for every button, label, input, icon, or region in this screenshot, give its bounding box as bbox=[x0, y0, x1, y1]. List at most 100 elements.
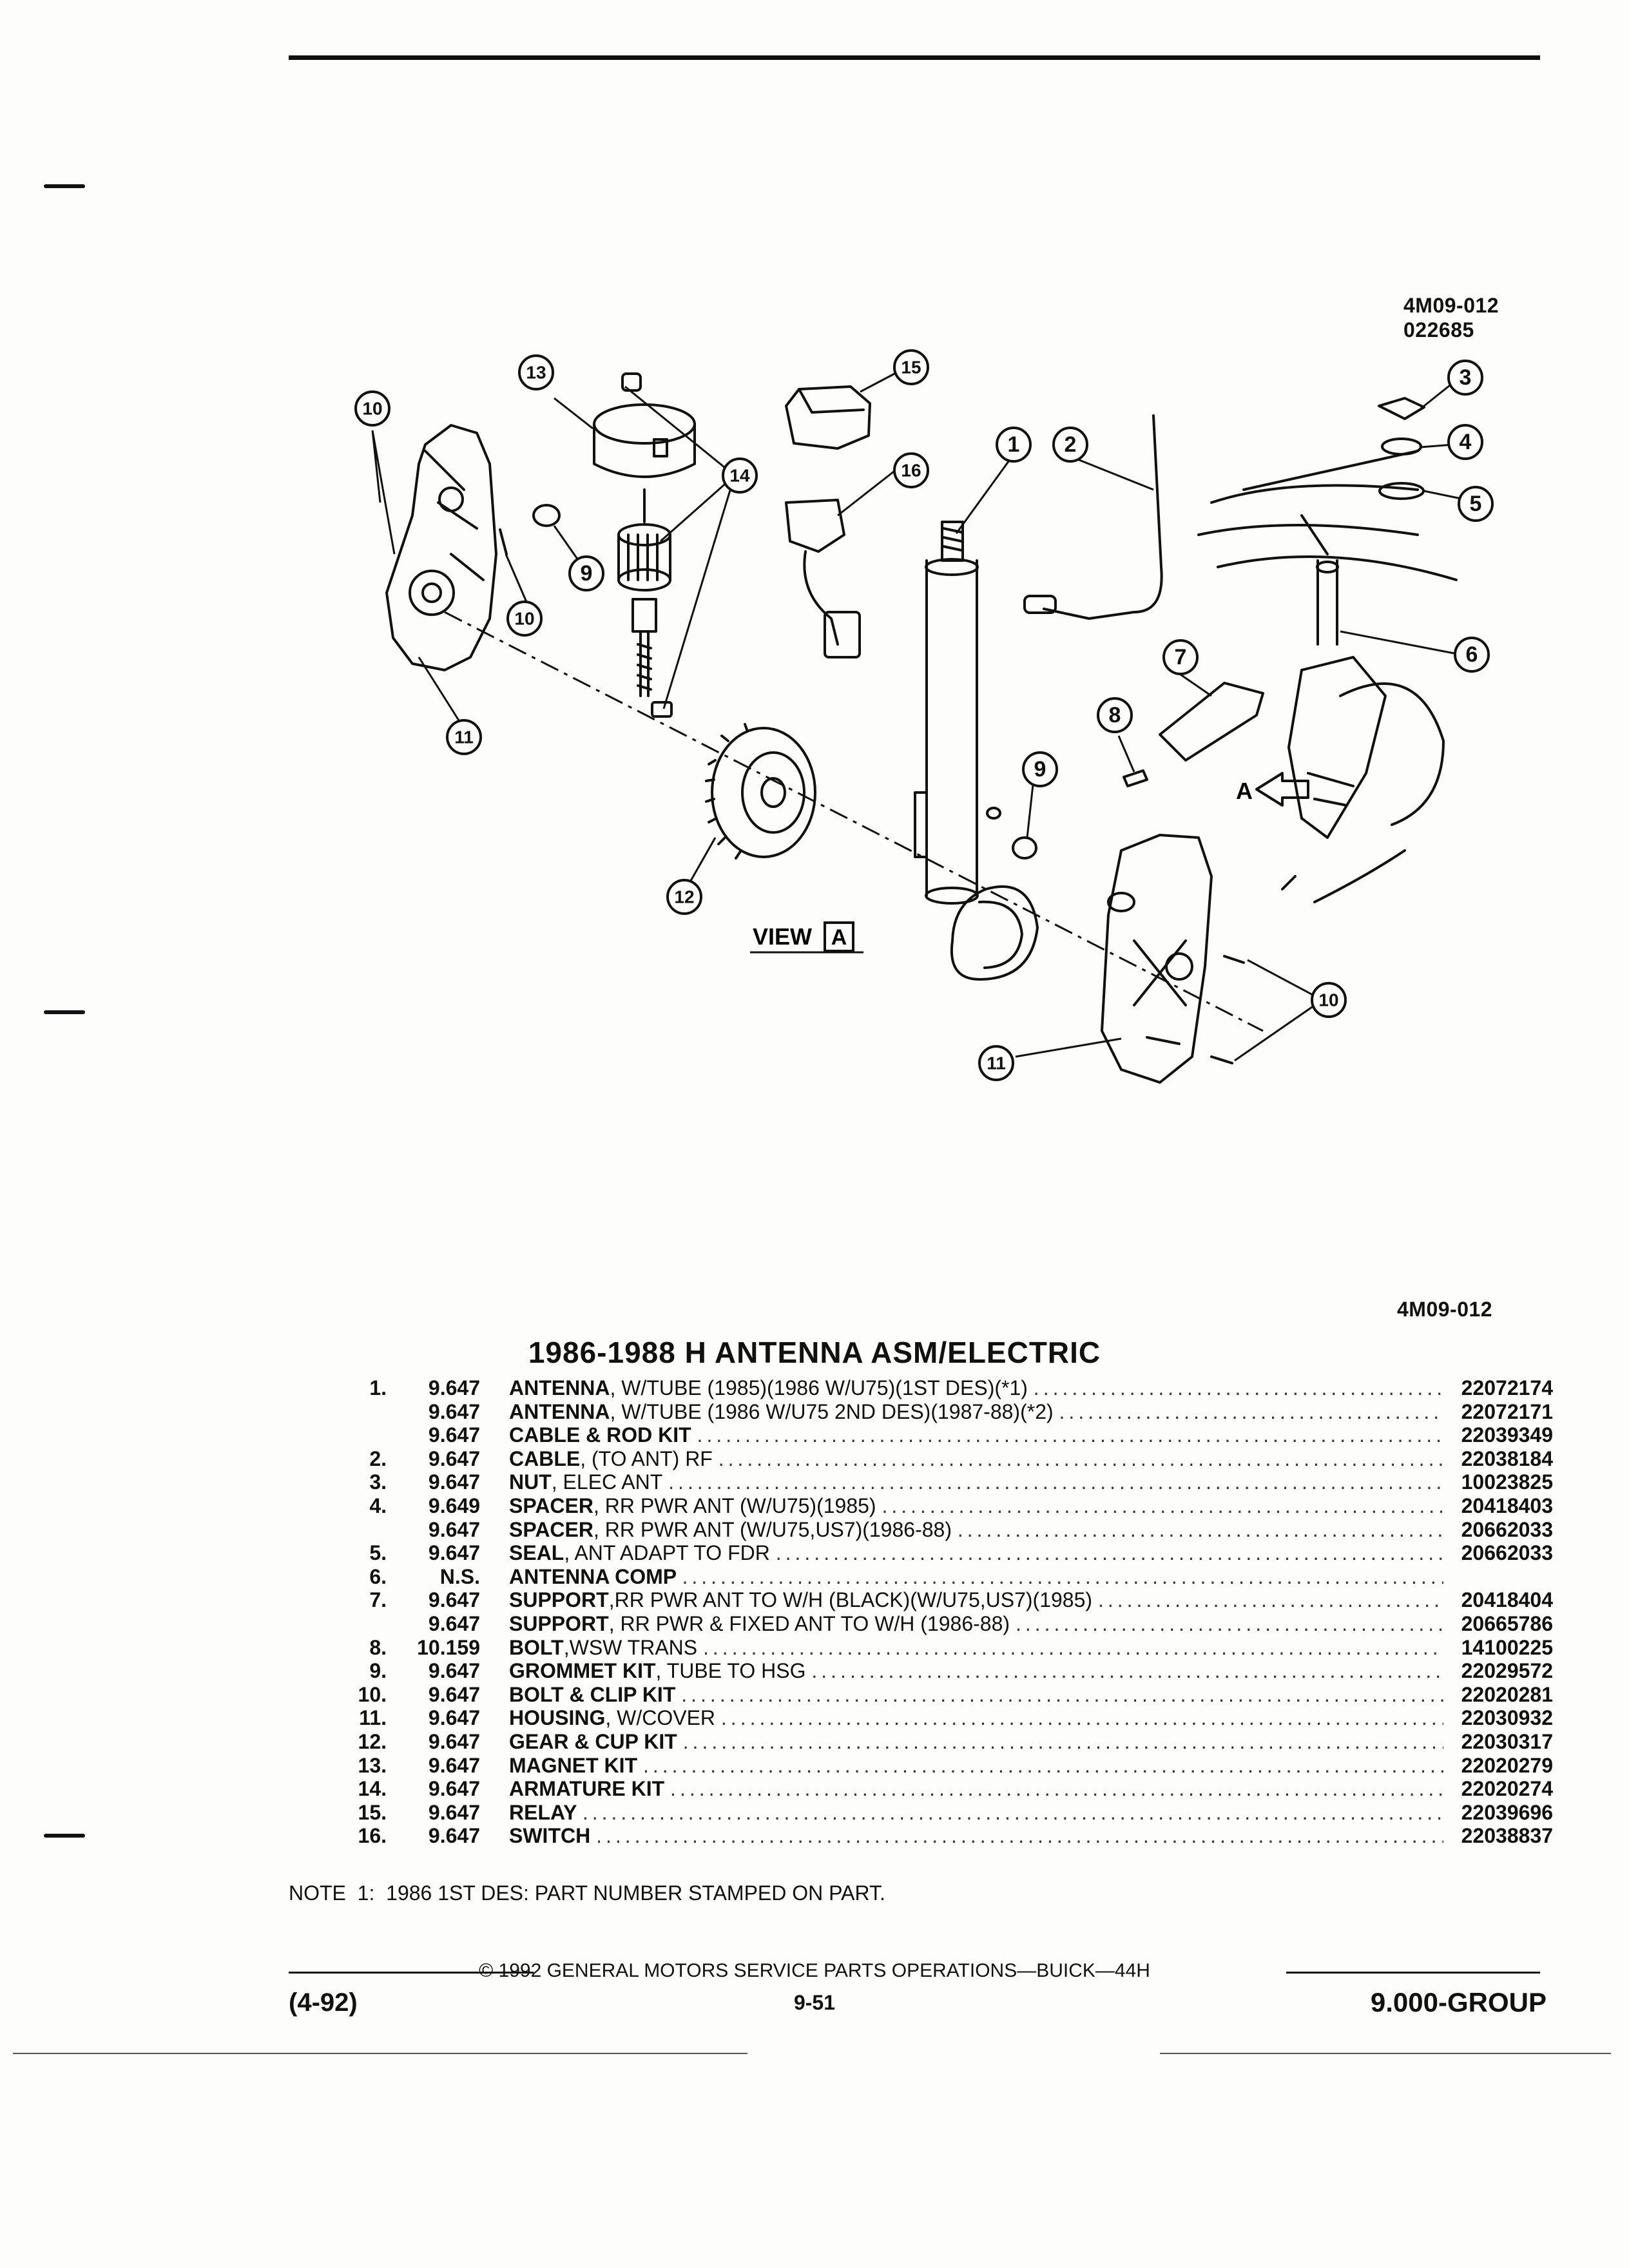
part-name: SEAL bbox=[509, 1541, 564, 1565]
item-number: 7. bbox=[369, 1588, 387, 1612]
callout-11a: 11 bbox=[454, 727, 474, 747]
leader-dots: ........................................… bbox=[718, 1446, 1443, 1470]
leader-dots: ........................................… bbox=[1033, 1376, 1443, 1399]
part-number: 20418403 bbox=[1461, 1494, 1553, 1517]
group-number: 9.647 bbox=[428, 1706, 480, 1730]
item-number: 15. bbox=[358, 1800, 387, 1824]
part-qualifier: , TUBE TO HSG bbox=[655, 1659, 806, 1683]
grommet-right bbox=[1012, 836, 1037, 860]
group-number: 9.647 bbox=[428, 1682, 480, 1706]
grommet-left bbox=[532, 504, 561, 527]
antenna-mast bbox=[914, 521, 1001, 905]
part-description: SUPPORT,RR PWR ANT TO W/H (BLACK)(W/U75,… bbox=[509, 1588, 1443, 1612]
footer-group: 9.000-GROUP bbox=[1370, 1987, 1547, 2017]
leader-dots: ........................................… bbox=[1097, 1588, 1443, 1612]
callout-8: 8 bbox=[1109, 703, 1121, 727]
arrow-label: A bbox=[1236, 778, 1253, 804]
group-number: N.S. bbox=[439, 1564, 480, 1588]
group-number: 9.647 bbox=[428, 1753, 480, 1777]
leader-dots: ........................................… bbox=[682, 1729, 1443, 1753]
group-number: 9.647 bbox=[428, 1588, 480, 1612]
footer-rule-right bbox=[1286, 1972, 1540, 1974]
part-number: 22039349 bbox=[1461, 1423, 1553, 1447]
part-number: 22020281 bbox=[1461, 1682, 1553, 1706]
item-number: 9. bbox=[369, 1659, 387, 1683]
callout-10b: 10 bbox=[514, 609, 534, 629]
gear-cup bbox=[950, 885, 1039, 981]
part-name: ANTENNA bbox=[509, 1399, 610, 1423]
item-number: 1. bbox=[369, 1376, 387, 1399]
part-number: 22020279 bbox=[1461, 1753, 1553, 1777]
part-number: 20662033 bbox=[1461, 1517, 1553, 1541]
part-name: SUPPORT bbox=[509, 1588, 609, 1612]
footer-copyright: © 1992 GENERAL MOTORS SERVICE PARTS OPER… bbox=[479, 1960, 1150, 1981]
callout-6: 6 bbox=[1466, 642, 1478, 667]
figure-code-bottom: 4M09-012 bbox=[1397, 1298, 1493, 1321]
part-name: SUPPORT bbox=[509, 1611, 609, 1635]
part-qualifier: , ANT ADAPT TO FDR bbox=[564, 1541, 770, 1565]
leader-dots: ........................................… bbox=[811, 1659, 1443, 1683]
document-title: 1986-1988 H ANTENNA ASM/ELECTRIC bbox=[528, 1336, 1101, 1369]
part-qualifier: , RR PWR ANT (W/U75)(1985) bbox=[593, 1494, 876, 1517]
part-qualifier: , (TO ANT) RF bbox=[580, 1446, 713, 1470]
part-name: SPACER bbox=[509, 1494, 593, 1517]
leader-dots: ........................................… bbox=[668, 1470, 1443, 1494]
group-number: 9.647 bbox=[428, 1800, 480, 1824]
part-description: HOUSING, W/COVER .......................… bbox=[509, 1706, 1443, 1730]
callout-7: 7 bbox=[1175, 645, 1187, 669]
bottom-rule-right bbox=[1160, 2053, 1611, 2054]
group-number: 9.647 bbox=[428, 1659, 480, 1683]
callout-11b: 11 bbox=[987, 1053, 1006, 1073]
part-name: GROMMET KIT bbox=[509, 1659, 656, 1683]
part-name: SPACER bbox=[509, 1517, 593, 1541]
figure-date-code: 022685 bbox=[1403, 318, 1474, 341]
part-description: SPACER, RR PWR ANT (W/U75)(1985) .......… bbox=[509, 1494, 1443, 1518]
group-number: 9.647 bbox=[428, 1376, 480, 1399]
leader-dots: ........................................… bbox=[1059, 1399, 1443, 1423]
gear bbox=[705, 723, 816, 860]
screw-right-bottom bbox=[1210, 1055, 1233, 1064]
part-number: 14100225 bbox=[1461, 1635, 1553, 1659]
item-number: 11. bbox=[359, 1706, 387, 1730]
part-name: CABLE & ROD KIT bbox=[509, 1423, 691, 1447]
bolt bbox=[1123, 769, 1148, 787]
parts-list: 1. 9.647 ANTENNA, W/TUBE (1985)(1986 W/U75… bbox=[284, 1376, 1553, 1848]
seal bbox=[1378, 482, 1425, 500]
punch-mark bbox=[44, 1010, 85, 1014]
part-description: BOLT & CLIP KIT ........................… bbox=[509, 1683, 1443, 1707]
part-number: 20665786 bbox=[1461, 1611, 1553, 1635]
relay bbox=[785, 385, 871, 450]
parts-row: 9. 9.647 GROMMET KIT, TUBE TO HSG ........… bbox=[284, 1659, 1553, 1683]
callout-10a: 10 bbox=[362, 399, 382, 419]
group-number: 9.647 bbox=[428, 1423, 480, 1447]
motor-housing-left bbox=[385, 424, 497, 671]
leader-dots: ........................................… bbox=[882, 1494, 1443, 1517]
leader-dots: ........................................… bbox=[775, 1541, 1443, 1565]
leader-dots: ........................................… bbox=[720, 1706, 1443, 1730]
leader-dots: ........................................… bbox=[1015, 1611, 1443, 1635]
group-number: 9.647 bbox=[428, 1517, 480, 1541]
part-description: ANTENNA, W/TUBE (1985)(1986 W/U75)(1ST D… bbox=[509, 1376, 1443, 1400]
group-number: 9.647 bbox=[428, 1399, 480, 1423]
part-description: SUPPORT, RR PWR & FIXED ANT TO W/H (1986… bbox=[509, 1612, 1443, 1636]
footer-page-number: 9-51 bbox=[793, 1991, 836, 2014]
item-number: 6. bbox=[369, 1564, 387, 1588]
group-number: 9.647 bbox=[428, 1541, 480, 1565]
switch bbox=[785, 499, 861, 658]
callout-9a: 9 bbox=[581, 561, 593, 586]
item-number: 8. bbox=[369, 1635, 387, 1659]
view-box bbox=[824, 921, 854, 952]
leader-dots: ........................................… bbox=[670, 1777, 1443, 1801]
group-number: 9.647 bbox=[428, 1824, 480, 1848]
parts-row: 1. 9.647 ANTENNA, W/TUBE (1985)(1986 W/U75… bbox=[284, 1376, 1553, 1400]
callout-1: 1 bbox=[1008, 432, 1020, 457]
magnet-ring bbox=[593, 403, 696, 478]
